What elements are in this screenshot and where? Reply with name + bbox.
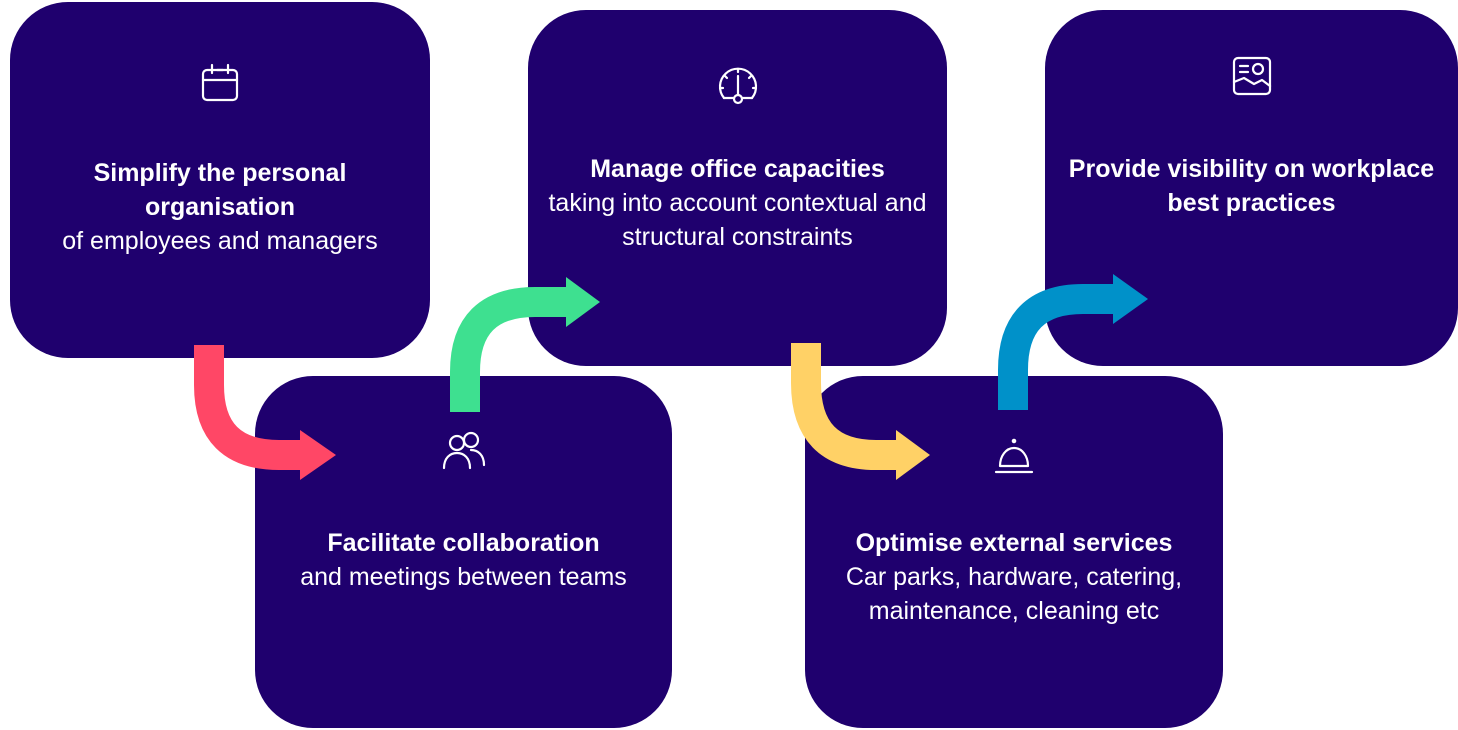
step-card-office-capacities: Manage office capacities taking into acc… bbox=[528, 10, 947, 366]
card-title: Facilitate collaboration bbox=[327, 529, 600, 557]
card-description: Car parks, hardware, catering, maintenan… bbox=[845, 563, 1183, 625]
card-title: Manage office capacities bbox=[590, 155, 885, 183]
step-card-collaboration: Facilitate collaboration and meetings be… bbox=[255, 376, 672, 728]
card-title: Simplify the personal organisation bbox=[93, 159, 347, 221]
step-card-personal-organisation: Simplify the personal organisation of em… bbox=[10, 2, 430, 358]
people-icon bbox=[440, 426, 488, 474]
card-title: Provide visibility on workplace best pra… bbox=[1068, 155, 1435, 217]
card-title: Optimise external services bbox=[855, 529, 1173, 557]
report-image-icon bbox=[1228, 52, 1276, 100]
speedometer-icon bbox=[714, 62, 762, 110]
card-description: taking into account contextual and struc… bbox=[548, 189, 927, 251]
step-card-best-practices: Provide visibility on workplace best pra… bbox=[1045, 10, 1458, 366]
card-description: of employees and managers bbox=[62, 227, 378, 255]
calendar-icon bbox=[196, 60, 244, 108]
step-card-external-services: Optimise external services Car parks, ha… bbox=[805, 376, 1223, 728]
card-description: and meetings between teams bbox=[300, 563, 627, 591]
service-bell-icon bbox=[990, 432, 1038, 480]
